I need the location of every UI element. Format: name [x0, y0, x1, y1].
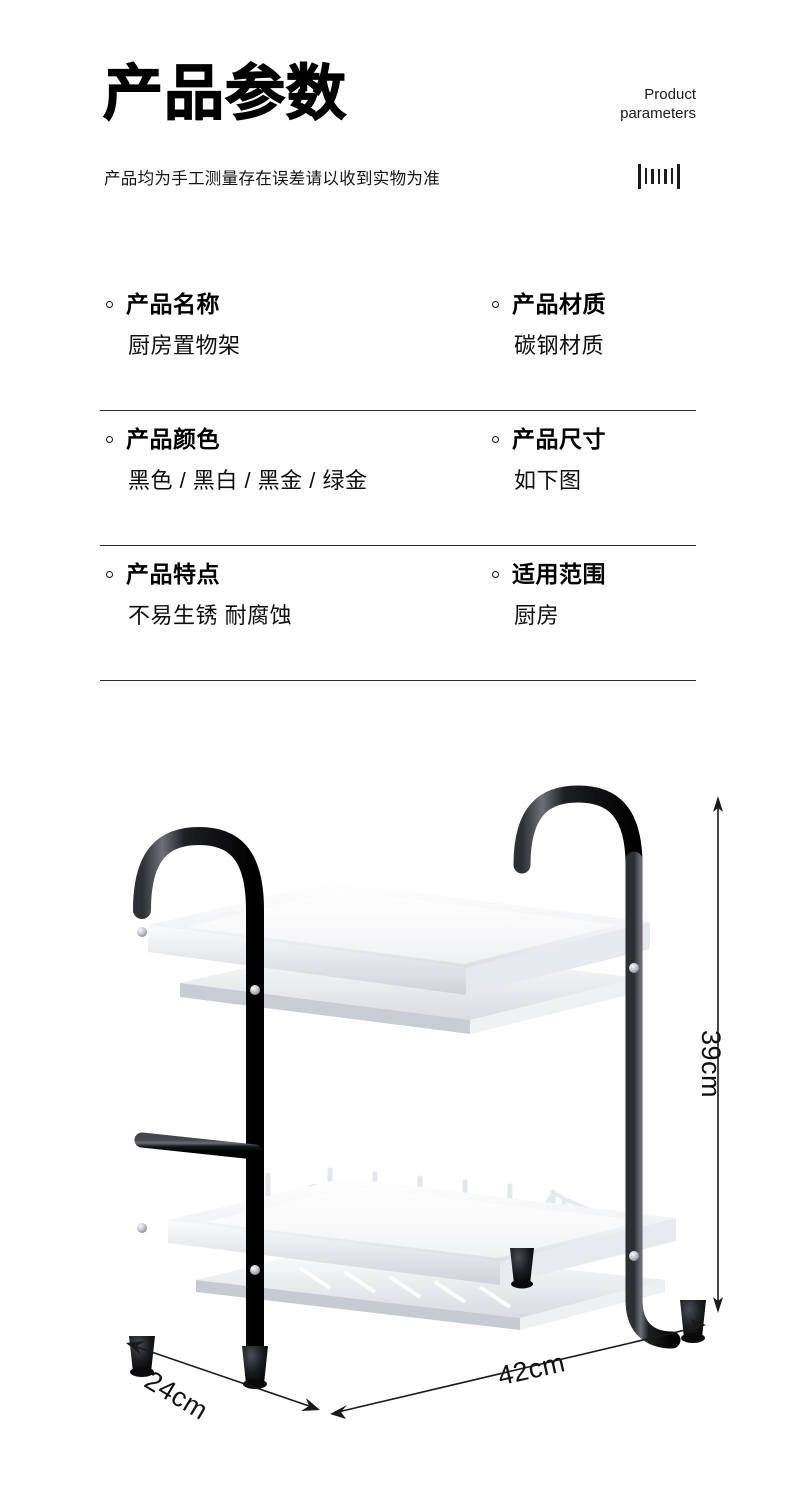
frame-front-left	[129, 826, 268, 1389]
circle-bullet-icon	[106, 436, 113, 443]
specification-table: 产品名称 厨房置物架 产品材质 碳钢材质 产品颜色 黑色 / 黑白 / 黑金 /…	[100, 276, 696, 681]
spec-value: 厨房	[514, 603, 560, 628]
screw-icon	[137, 927, 147, 937]
spec-cell-product-name: 产品名称 厨房置物架	[104, 288, 241, 361]
spec-label: 产品颜色	[104, 423, 368, 456]
circle-bullet-icon	[106, 301, 113, 308]
spec-value: 不易生锈 耐腐蚀	[128, 603, 293, 628]
circle-bullet-icon	[492, 436, 499, 443]
spec-label-text: 适用范围	[512, 561, 606, 587]
screw-icon	[629, 963, 639, 973]
lower-rack	[168, 1167, 676, 1330]
screw-icon	[250, 1265, 260, 1275]
circle-bullet-icon	[492, 571, 499, 578]
product-rack-illustration	[126, 785, 723, 1419]
page-header: 产品参数 Product parameters 产品均为手工测量存在误差请以收到…	[0, 0, 790, 215]
page-title-english-line1: Product	[644, 86, 696, 103]
page-subtitle: 产品均为手工测量存在误差请以收到实物为准	[104, 170, 440, 188]
page-title: 产品参数	[102, 59, 347, 127]
spec-label-text: 产品颜色	[126, 426, 220, 452]
spec-label-text: 产品特点	[126, 561, 220, 587]
table-row: 产品特点 不易生锈 耐腐蚀 适用范围 厨房	[100, 546, 696, 681]
page-title-english-line2: parameters	[620, 105, 696, 122]
page-title-english: Product parameters	[546, 85, 696, 123]
product-figure	[0, 700, 790, 1504]
spec-label: 产品特点	[104, 558, 292, 591]
spec-cell-product-color: 产品颜色 黑色 / 黑白 / 黑金 / 绿金	[104, 423, 368, 496]
spec-label-text: 产品尺寸	[512, 426, 606, 452]
spec-value: 厨房置物架	[128, 333, 241, 358]
spec-label-text: 产品材质	[512, 291, 606, 317]
frame-rear-right-foot	[510, 1248, 534, 1289]
spec-cell-product-size: 产品尺寸 如下图	[490, 423, 606, 496]
spec-value: 如下图	[514, 468, 582, 493]
spec-cell-application-scope: 适用范围 厨房	[490, 558, 606, 631]
circle-bullet-icon	[492, 301, 499, 308]
screw-icon	[137, 1223, 147, 1233]
spec-label: 产品尺寸	[490, 423, 606, 456]
spec-cell-product-features: 产品特点 不易生锈 耐腐蚀	[104, 558, 292, 631]
upper-rack	[148, 882, 650, 1034]
table-row: 产品颜色 黑色 / 黑白 / 黑金 / 绿金 产品尺寸 如下图	[100, 411, 696, 546]
screw-icon	[629, 1251, 639, 1261]
spec-value: 黑色 / 黑白 / 黑金 / 绿金	[128, 468, 368, 493]
spec-label-text: 产品名称	[126, 291, 220, 317]
frame-front-right	[625, 851, 706, 1349]
screw-icon	[250, 985, 260, 995]
spec-label: 产品名称	[104, 288, 241, 321]
spec-value: 碳钢材质	[514, 333, 605, 358]
spec-cell-product-material: 产品材质 碳钢材质	[490, 288, 606, 361]
dimension-label-height: 39cm	[696, 1030, 726, 1099]
spec-label: 适用范围	[490, 558, 606, 591]
dimension-lines	[126, 796, 723, 1419]
spec-label: 产品材质	[490, 288, 606, 321]
table-row: 产品名称 厨房置物架 产品材质 碳钢材质	[100, 276, 696, 411]
circle-bullet-icon	[106, 571, 113, 578]
barcode-icon	[638, 163, 680, 189]
